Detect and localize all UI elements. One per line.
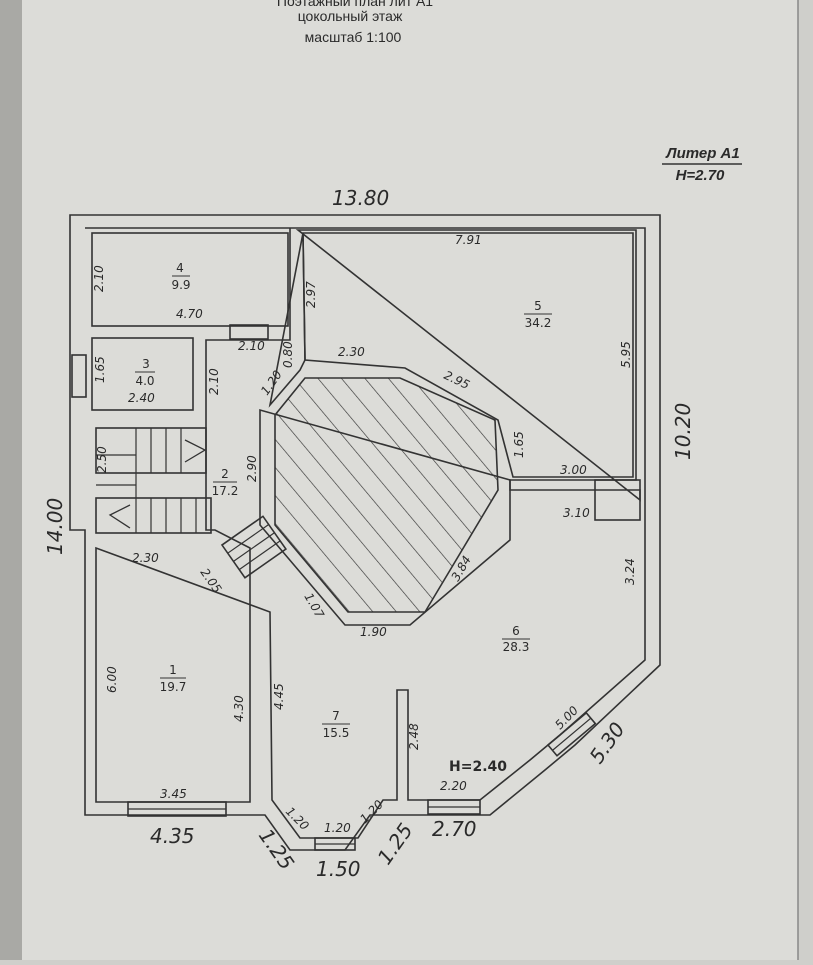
liter-height: H=2.70: [676, 167, 725, 184]
walls: [69, 214, 661, 851]
dim: 4.45: [272, 683, 286, 710]
dim: 6.00: [105, 666, 119, 693]
dim: 3.10: [563, 506, 590, 520]
stairs: [71, 354, 288, 579]
inner-dimensions: 2.10 4.70 2.10 1.65 2.40 2.10 0.80 1.20 …: [92, 233, 637, 835]
sub-height: H=2.40: [449, 759, 507, 775]
dim: 2.30: [132, 551, 159, 565]
hatched-shaft: [274, 377, 499, 613]
dim: 4.70: [176, 307, 203, 321]
floor-label: цокольный этаж: [298, 8, 403, 24]
liter-name: Литер А1: [665, 145, 739, 162]
room-4-number: 4: [176, 261, 184, 275]
dim-left: 14.00: [43, 498, 67, 555]
room-3-area: 4.0: [135, 374, 154, 388]
dim: 2.10: [92, 265, 106, 292]
dim: 0.80: [281, 341, 295, 368]
dim: 4.30: [232, 695, 246, 722]
dim: 2.10: [238, 339, 265, 353]
room-labels: 4 9.9 3 4.0 2 17.2 5 34.2 6 28.3 1 19.7 …: [135, 261, 552, 775]
dim: 7.91: [455, 233, 482, 247]
room-3-number: 3: [142, 357, 150, 371]
dim-right: 10.20: [671, 403, 695, 460]
room-1-area: 19.7: [160, 680, 187, 694]
dim: 2.90: [245, 455, 259, 482]
dim: 2.48: [407, 723, 421, 750]
dim: 1.20: [324, 821, 351, 835]
room-7-number: 7: [332, 709, 340, 723]
room-4-area: 9.9: [171, 278, 190, 292]
room-7-area: 15.5: [323, 726, 350, 740]
room-2-area: 17.2: [212, 484, 239, 498]
dim: 2.20: [440, 779, 467, 793]
dim: 2.30: [338, 345, 365, 359]
room-6-area: 28.3: [503, 640, 530, 654]
dim-bottom-right: 2.70: [432, 817, 477, 841]
room-6-number: 6: [512, 624, 520, 638]
dim: 2.40: [128, 391, 155, 405]
dim: 1.90: [360, 625, 387, 639]
page-edge-shadow: [0, 0, 22, 960]
dim: 5.95: [619, 341, 633, 368]
dim: 2.50: [95, 446, 109, 473]
dim-top: 13.80: [332, 186, 389, 210]
windows: [127, 324, 641, 851]
dim: 1.65: [512, 431, 526, 458]
dim-bottom-left: 4.35: [150, 824, 195, 848]
title-cut: Поэтажный план лит А1: [277, 0, 433, 9]
scale-label: масштаб 1:100: [305, 29, 402, 45]
dim: 3.45: [160, 787, 187, 801]
dim: 3.24: [623, 558, 637, 585]
room-5-number: 5: [534, 299, 542, 313]
dim-bottom-mid: 1.50: [316, 857, 361, 881]
room-1-number: 1: [169, 663, 177, 677]
dim: 3.00: [560, 463, 587, 477]
room-5-area: 34.2: [525, 316, 552, 330]
dim: 2.97: [304, 281, 318, 308]
room-2-number: 2: [221, 467, 229, 481]
dim: 1.65: [93, 356, 107, 383]
dim: 2.10: [207, 368, 221, 395]
